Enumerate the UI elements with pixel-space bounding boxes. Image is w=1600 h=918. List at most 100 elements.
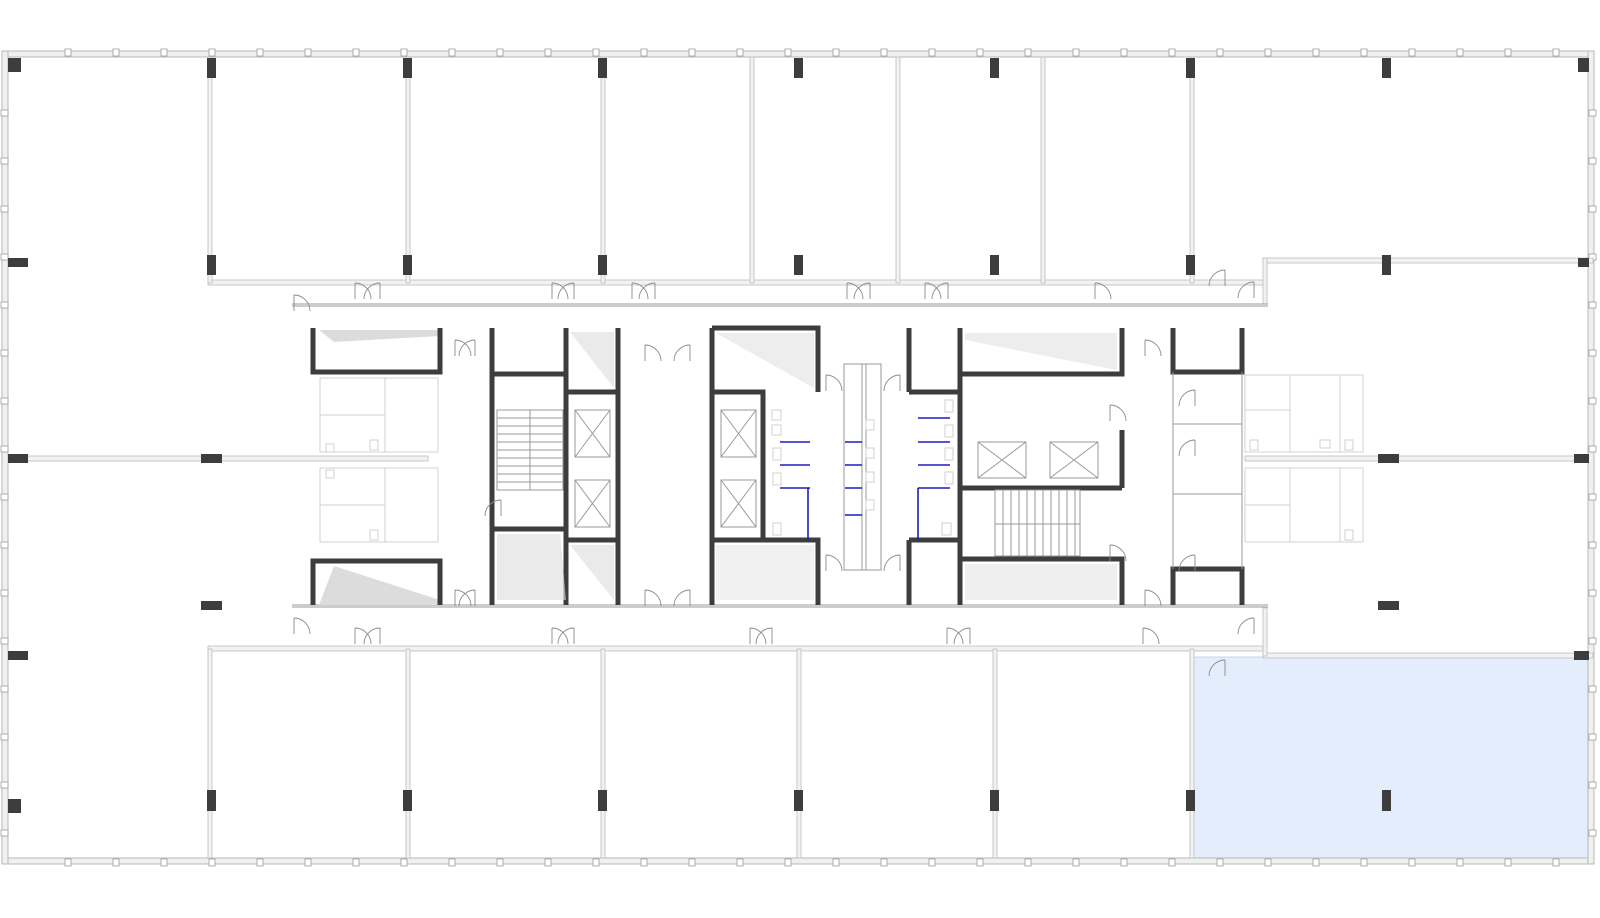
- mullion: [1312, 858, 1320, 867]
- mullion: [688, 48, 696, 57]
- door-swing: [1178, 439, 1196, 457]
- door-swing: [354, 282, 372, 300]
- selected-office-unit[interactable]: [1192, 656, 1591, 859]
- mullion: [1588, 541, 1597, 549]
- door-swing: [1237, 281, 1255, 299]
- mullion: [1072, 48, 1080, 57]
- mullion: [1588, 301, 1597, 309]
- door-swing: [1237, 617, 1255, 635]
- mullion: [784, 48, 792, 57]
- door-swing: [1208, 659, 1226, 677]
- mullion: [64, 858, 72, 867]
- mullion: [1456, 858, 1464, 867]
- mullion: [1120, 48, 1128, 57]
- mullion: [832, 48, 840, 57]
- mullion: [928, 858, 936, 867]
- mullion: [0, 157, 9, 165]
- mullion: [0, 685, 9, 693]
- mullion: [448, 858, 456, 867]
- door-swing: [1094, 282, 1112, 300]
- door-swing: [557, 627, 575, 645]
- mullion: [1024, 858, 1032, 867]
- mullion: [1588, 733, 1597, 741]
- mullion: [0, 205, 9, 213]
- mullion: [400, 858, 408, 867]
- mullion: [1504, 48, 1512, 57]
- door-swing: [484, 499, 502, 517]
- door-swing: [825, 554, 843, 572]
- mullion: [448, 48, 456, 57]
- door-swing: [931, 282, 949, 300]
- mullion: [352, 48, 360, 57]
- mullion: [1588, 637, 1597, 645]
- structural-columns: [8, 58, 1589, 813]
- door-swing: [557, 282, 575, 300]
- mullion: [1408, 858, 1416, 867]
- mullion: [1360, 48, 1368, 57]
- door-swing: [644, 344, 662, 362]
- mullion: [400, 48, 408, 57]
- door-swing: [825, 374, 843, 392]
- door-swing: [293, 294, 311, 312]
- mullion: [1588, 157, 1597, 165]
- mullion: [544, 858, 552, 867]
- mullion: [0, 253, 9, 261]
- mullion: [1216, 858, 1224, 867]
- mullion: [112, 48, 120, 57]
- door-swing: [883, 554, 901, 572]
- mullion: [304, 858, 312, 867]
- mullion: [0, 493, 9, 501]
- mullion: [256, 858, 264, 867]
- mullion: [976, 48, 984, 57]
- mullion: [0, 301, 9, 309]
- mullion: [0, 589, 9, 597]
- door-swing: [1109, 404, 1127, 422]
- mullion: [1552, 858, 1560, 867]
- door-swing: [644, 589, 662, 607]
- mullion: [736, 858, 744, 867]
- door-swing: [293, 617, 311, 635]
- door-swing: [953, 627, 971, 645]
- mullion: [160, 48, 168, 57]
- mullion: [784, 858, 792, 867]
- washroom-east: [1244, 374, 1364, 543]
- door-swing: [1178, 554, 1196, 572]
- mullion: [1504, 858, 1512, 867]
- mullion: [592, 858, 600, 867]
- toilet-stalls-left: [771, 409, 875, 540]
- mullion: [208, 858, 216, 867]
- mullion: [1588, 109, 1597, 117]
- mullion: [496, 48, 504, 57]
- corridor: [292, 303, 1268, 608]
- door-swing: [363, 627, 381, 645]
- mullion: [832, 858, 840, 867]
- door-swing: [946, 627, 964, 645]
- mullion: [496, 858, 504, 867]
- mullion: [0, 445, 9, 453]
- north-office-partitions: [207, 56, 1594, 305]
- mullion: [352, 858, 360, 867]
- door-swing: [454, 339, 472, 357]
- mullion: [1072, 858, 1080, 867]
- mullion: [976, 858, 984, 867]
- mullion: [544, 48, 552, 57]
- window-mullions: [0, 48, 1597, 867]
- door-swing: [638, 282, 656, 300]
- door-swing: [673, 344, 691, 362]
- mullion: [1264, 48, 1272, 57]
- door-swing: [1144, 339, 1162, 357]
- door-swing: [458, 339, 476, 357]
- mullion: [0, 733, 9, 741]
- mullion: [64, 48, 72, 57]
- mullion: [592, 48, 600, 57]
- mullion: [880, 48, 888, 57]
- mullion: [640, 48, 648, 57]
- mullion: [736, 48, 744, 57]
- mullion: [1588, 349, 1597, 357]
- mullion: [256, 48, 264, 57]
- mullion: [1588, 493, 1597, 501]
- mullion: [1588, 685, 1597, 693]
- mullion: [0, 781, 9, 789]
- mullion: [1312, 48, 1320, 57]
